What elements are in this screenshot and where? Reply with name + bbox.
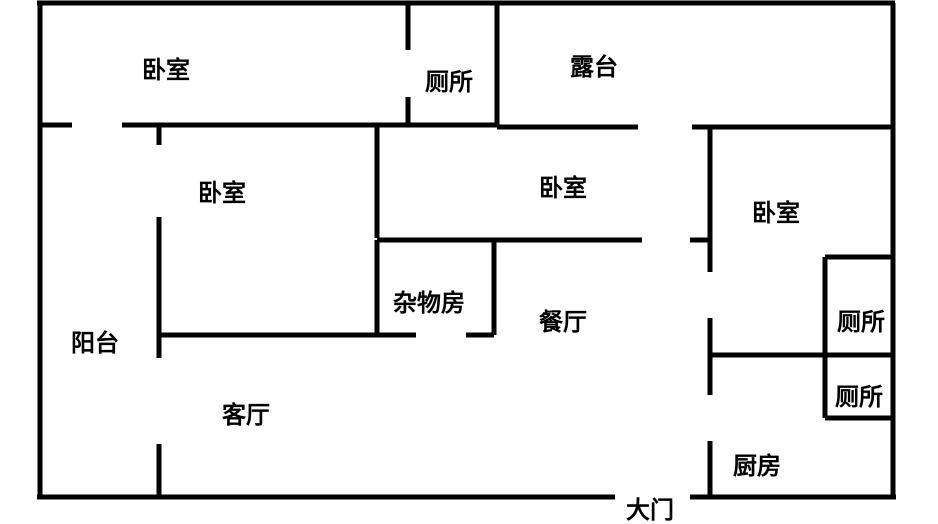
- kitchen-label: 厨房: [733, 452, 781, 480]
- living-room-label: 客厅: [222, 401, 270, 429]
- toilet-right-1-label: 厕所: [837, 308, 885, 336]
- dining-label: 餐厅: [539, 308, 587, 336]
- bedroom-mid-left-label: 卧室: [198, 179, 246, 207]
- bedroom-right-label: 卧室: [752, 199, 800, 227]
- terrace-label: 露台: [570, 53, 618, 81]
- balcony-label: 阳台: [71, 329, 119, 357]
- walls: [37, 0, 896, 500]
- bedroom-center-label: 卧室: [539, 174, 587, 202]
- storage-label: 杂物房: [393, 289, 465, 317]
- main-door-label: 大门: [626, 496, 674, 524]
- toilet-top-label: 厕所: [425, 68, 473, 96]
- toilet-right-2-label: 厕所: [835, 383, 883, 411]
- bedroom-top-left-label: 卧室: [142, 56, 190, 84]
